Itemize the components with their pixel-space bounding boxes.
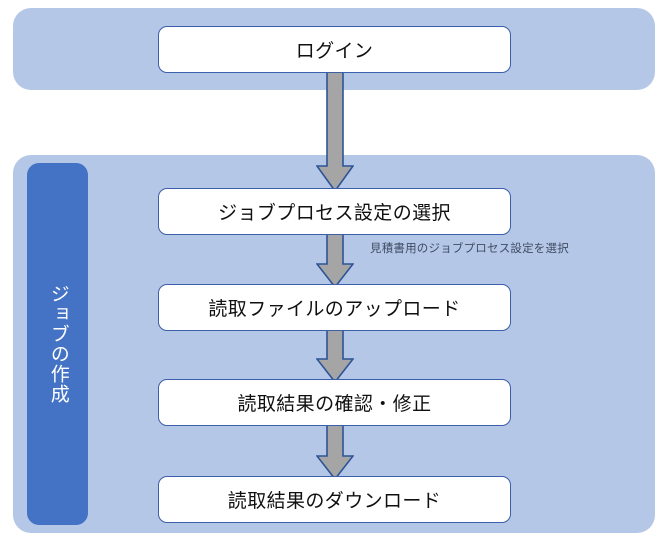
annotation-select-job-process: 見積書用のジョブプロセス設定を選択 (370, 243, 569, 255)
node-download-result[interactable]: 読取結果のダウンロード (158, 476, 511, 523)
phase-bar-label: ジョブの作成 (47, 284, 69, 404)
node-select-job-process-label: ジョブプロセス設定の選択 (218, 203, 451, 224)
node-download-result-label: 読取結果のダウンロード (227, 491, 442, 512)
node-verify-result[interactable]: 読取結果の確認・修正 (158, 379, 511, 426)
node-select-job-process[interactable]: ジョブプロセス設定の選択 (158, 188, 511, 235)
phase-bar-job-creation: ジョブの作成 (27, 163, 88, 525)
arrow-verify-to-download (316, 423, 354, 480)
arrow-login-to-select (316, 70, 354, 192)
node-login[interactable]: ログイン (158, 26, 511, 73)
node-upload-file-label: 読取ファイルのアップロード (208, 299, 461, 320)
arrow-select-to-upload (316, 232, 354, 288)
node-verify-result-label: 読取結果の確認・修正 (237, 394, 432, 415)
arrow-upload-to-verify (316, 328, 354, 383)
node-login-label: ログイン (295, 41, 374, 62)
node-upload-file[interactable]: 読取ファイルのアップロード (158, 284, 511, 331)
